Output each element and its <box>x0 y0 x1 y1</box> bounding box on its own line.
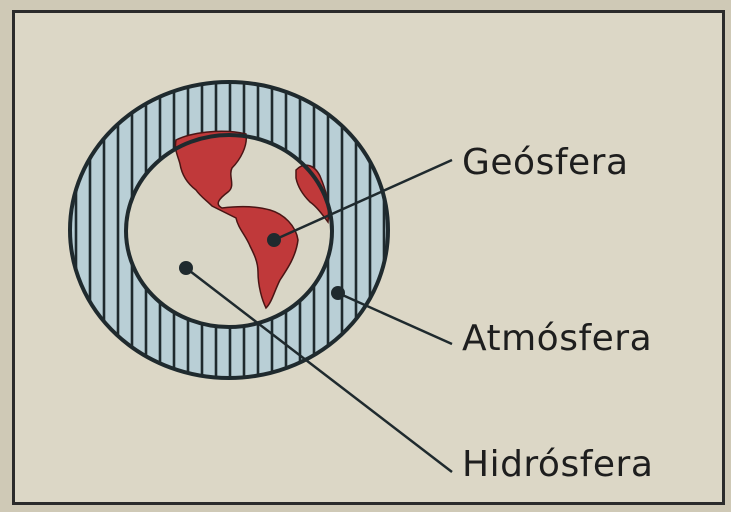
geosphere-label: Geósfera <box>462 142 629 183</box>
atmosphere-label: Atmósfera <box>462 318 652 359</box>
hydrosphere-dot <box>179 261 193 275</box>
atmosphere-dot <box>331 286 345 300</box>
hydrosphere-label: Hidrósfera <box>462 444 653 485</box>
geosphere-dot <box>267 233 281 247</box>
